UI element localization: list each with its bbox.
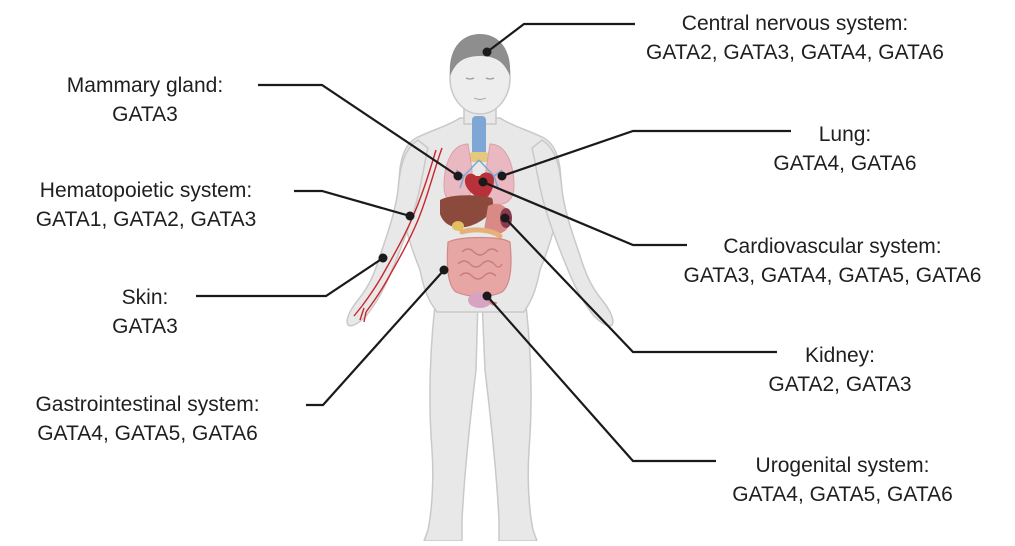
dot-lung (498, 172, 507, 181)
label-title: Cardiovascular system: (660, 232, 1005, 261)
label-genes: GATA4, GATA6 (745, 149, 945, 178)
leader-skin (196, 258, 383, 296)
large-intestine (447, 238, 511, 297)
leader-cns (487, 24, 635, 52)
dot-gi (440, 266, 449, 275)
label-hematopoietic-system: Hematopoietic system: GATA1, GATA2, GATA… (8, 176, 284, 234)
dot-hema (406, 212, 415, 221)
label-genes: GATA2, GATA3, GATA4, GATA6 (620, 38, 970, 67)
label-title: Hematopoietic system: (8, 176, 284, 205)
label-skin: Skin: GATA3 (85, 283, 205, 341)
label-kidney: Kidney: GATA2, GATA3 (735, 341, 945, 399)
label-cardiovascular-system: Cardiovascular system: GATA3, GATA4, GAT… (660, 232, 1005, 290)
label-genes: GATA4, GATA5, GATA6 (700, 480, 985, 509)
label-title: Kidney: (735, 341, 945, 370)
label-title: Gastrointestinal system: (5, 390, 290, 419)
dot-cns (483, 48, 492, 57)
label-genes: GATA3, GATA4, GATA5, GATA6 (660, 261, 1005, 290)
label-genes: GATA2, GATA3 (735, 370, 945, 399)
left-leg (424, 290, 478, 541)
dot-kidney (501, 214, 510, 223)
label-title: Mammary gland: (40, 71, 250, 100)
label-mammary-gland: Mammary gland: GATA3 (40, 71, 250, 129)
label-central-nervous-system: Central nervous system: GATA2, GATA3, GA… (620, 9, 970, 67)
label-title: Lung: (745, 120, 945, 149)
dot-skin (379, 254, 388, 263)
label-urogenital-system: Urogenital system: GATA4, GATA5, GATA6 (700, 451, 985, 509)
dot-uro (483, 292, 492, 301)
right-leg (482, 290, 537, 541)
label-title: Central nervous system: (620, 9, 970, 38)
label-genes: GATA4, GATA5, GATA6 (5, 419, 290, 448)
trachea (472, 116, 486, 156)
leader-hema (294, 191, 410, 216)
label-genes: GATA1, GATA2, GATA3 (8, 205, 284, 234)
label-gastrointestinal-system: Gastrointestinal system: GATA4, GATA5, G… (5, 390, 290, 448)
label-genes: GATA3 (85, 312, 205, 341)
dot-mammary (454, 172, 463, 181)
label-title: Urogenital system: (700, 451, 985, 480)
label-lung: Lung: GATA4, GATA6 (745, 120, 945, 178)
label-title: Skin: (85, 283, 205, 312)
dot-cardio (479, 178, 488, 187)
label-genes: GATA3 (40, 100, 250, 129)
